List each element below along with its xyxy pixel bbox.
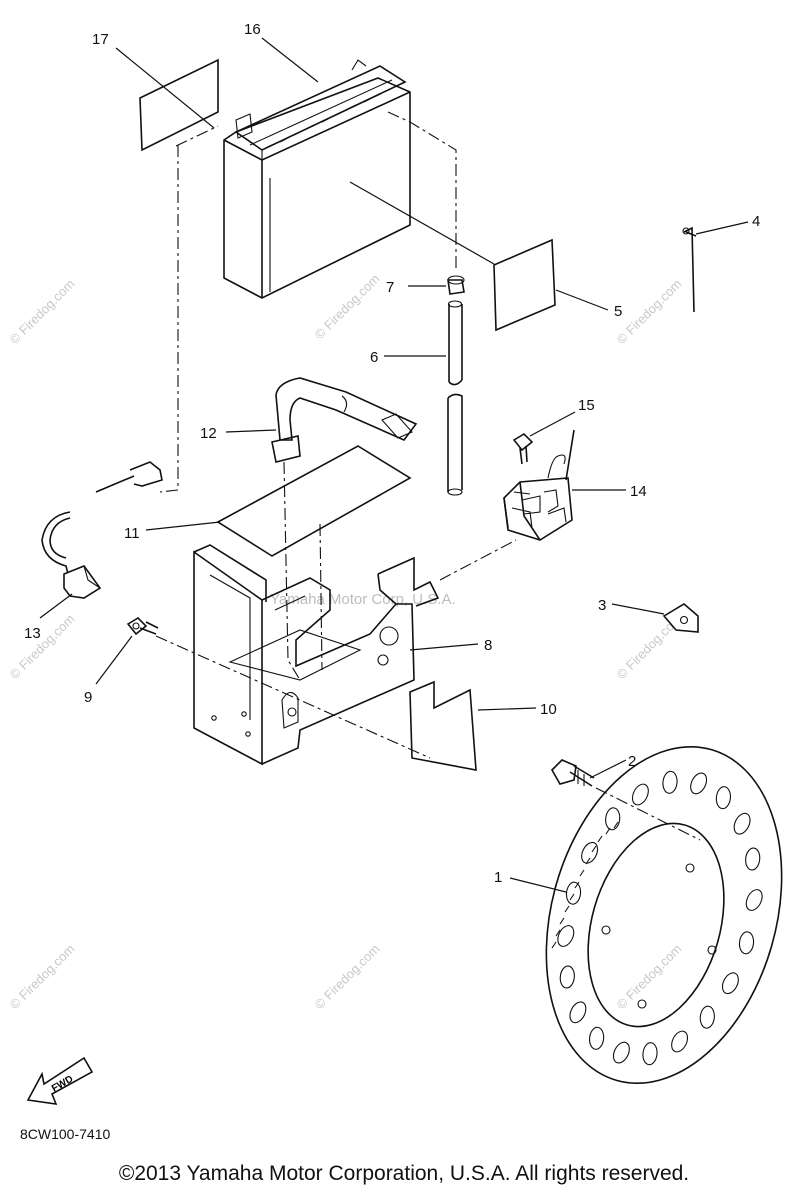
watermark: © Firedog.com	[312, 271, 383, 342]
disc-hole	[715, 786, 732, 810]
disc-hole	[733, 812, 751, 835]
label-part-5[interactable]	[493, 238, 556, 332]
disc-hole	[671, 1030, 689, 1053]
watermark: © Firedog.com	[614, 276, 685, 347]
parts-diagram: © Firedog.com © Firedog.com © Firedog.co…	[7, 21, 808, 1111]
disc-hole	[721, 972, 739, 995]
callout-3[interactable]: 3	[598, 597, 606, 614]
diagram-code: 8CW100-7410	[20, 1126, 111, 1142]
copyright-notice: ©2013 Yamaha Motor Corporation, U.S.A. A…	[118, 1162, 690, 1185]
callout-4[interactable]: 4	[752, 213, 760, 230]
disc-part-1[interactable]	[509, 719, 808, 1111]
leader-lines	[39, 37, 749, 893]
callout-6[interactable]: 6	[370, 349, 378, 366]
disc-hole	[745, 889, 763, 911]
plate-part-10[interactable]	[409, 680, 477, 771]
callouts: 1 2 3 4 5 6 7 8 9 10 11 12 13 14 15 16 1…	[24, 21, 760, 886]
callout-13[interactable]: 13	[24, 625, 41, 642]
disc-hole	[662, 770, 678, 794]
callout-2[interactable]: 2	[628, 753, 636, 770]
disc-hole	[745, 847, 761, 871]
bolt-part-15[interactable]	[512, 432, 534, 465]
callout-17[interactable]: 17	[92, 31, 109, 48]
disc-hole	[588, 1026, 605, 1050]
callout-9[interactable]: 9	[84, 689, 92, 706]
hose-part-6[interactable]	[447, 300, 463, 496]
callout-15[interactable]: 15	[578, 397, 595, 414]
assembly-lines	[155, 111, 701, 841]
relay-part-14[interactable]	[503, 429, 575, 541]
disc-hole	[690, 772, 708, 795]
watermarks: © Firedog.com © Firedog.com © Firedog.co…	[7, 271, 685, 1012]
sheet-part-11[interactable]	[216, 445, 412, 557]
watermark: © Firedog.com	[7, 941, 78, 1012]
callout-8[interactable]: 8	[484, 637, 492, 654]
disc-hole	[642, 1042, 658, 1066]
watermark: © Firedog.com	[614, 941, 685, 1012]
band-part-7[interactable]	[447, 275, 465, 295]
watermark: © Firedog.com	[312, 941, 383, 1012]
pin-part-4[interactable]	[682, 226, 697, 313]
clamp-part-3[interactable]	[662, 603, 699, 633]
fwd-arrow-icon: FWD	[26, 1056, 94, 1105]
disc-hole	[557, 925, 575, 947]
disc-hole	[612, 1041, 630, 1064]
callout-10[interactable]: 10	[540, 701, 557, 718]
disc-holes	[557, 770, 763, 1066]
battery-box-part-8[interactable]	[193, 544, 440, 766]
callout-12[interactable]: 12	[200, 425, 217, 442]
disc-hole	[631, 783, 649, 806]
disc-hole	[559, 965, 575, 989]
callout-5[interactable]: 5	[614, 303, 622, 320]
battery-band-part-12[interactable]	[271, 377, 418, 463]
bolt-part-2[interactable]	[551, 759, 595, 787]
disc-hole	[699, 1005, 715, 1029]
watermark: © Firedog.com	[7, 276, 78, 347]
callout-1[interactable]: 1	[494, 869, 502, 886]
battery-part-16[interactable]	[223, 59, 411, 299]
wire-part-13[interactable]	[41, 461, 163, 599]
callout-11[interactable]: 11	[124, 525, 140, 542]
disc-hole	[605, 807, 621, 831]
disc-hole	[581, 841, 599, 864]
disc-hole	[565, 881, 582, 905]
bolt-part-9[interactable]	[126, 616, 159, 636]
disc-hole	[738, 931, 755, 955]
callout-16[interactable]: 16	[244, 21, 261, 38]
callout-14[interactable]: 14	[630, 483, 647, 500]
watermark: © Firedog.com	[7, 611, 78, 682]
label-part-17[interactable]	[139, 58, 219, 152]
callout-7[interactable]: 7	[386, 279, 394, 296]
disc-hole	[569, 1001, 587, 1024]
